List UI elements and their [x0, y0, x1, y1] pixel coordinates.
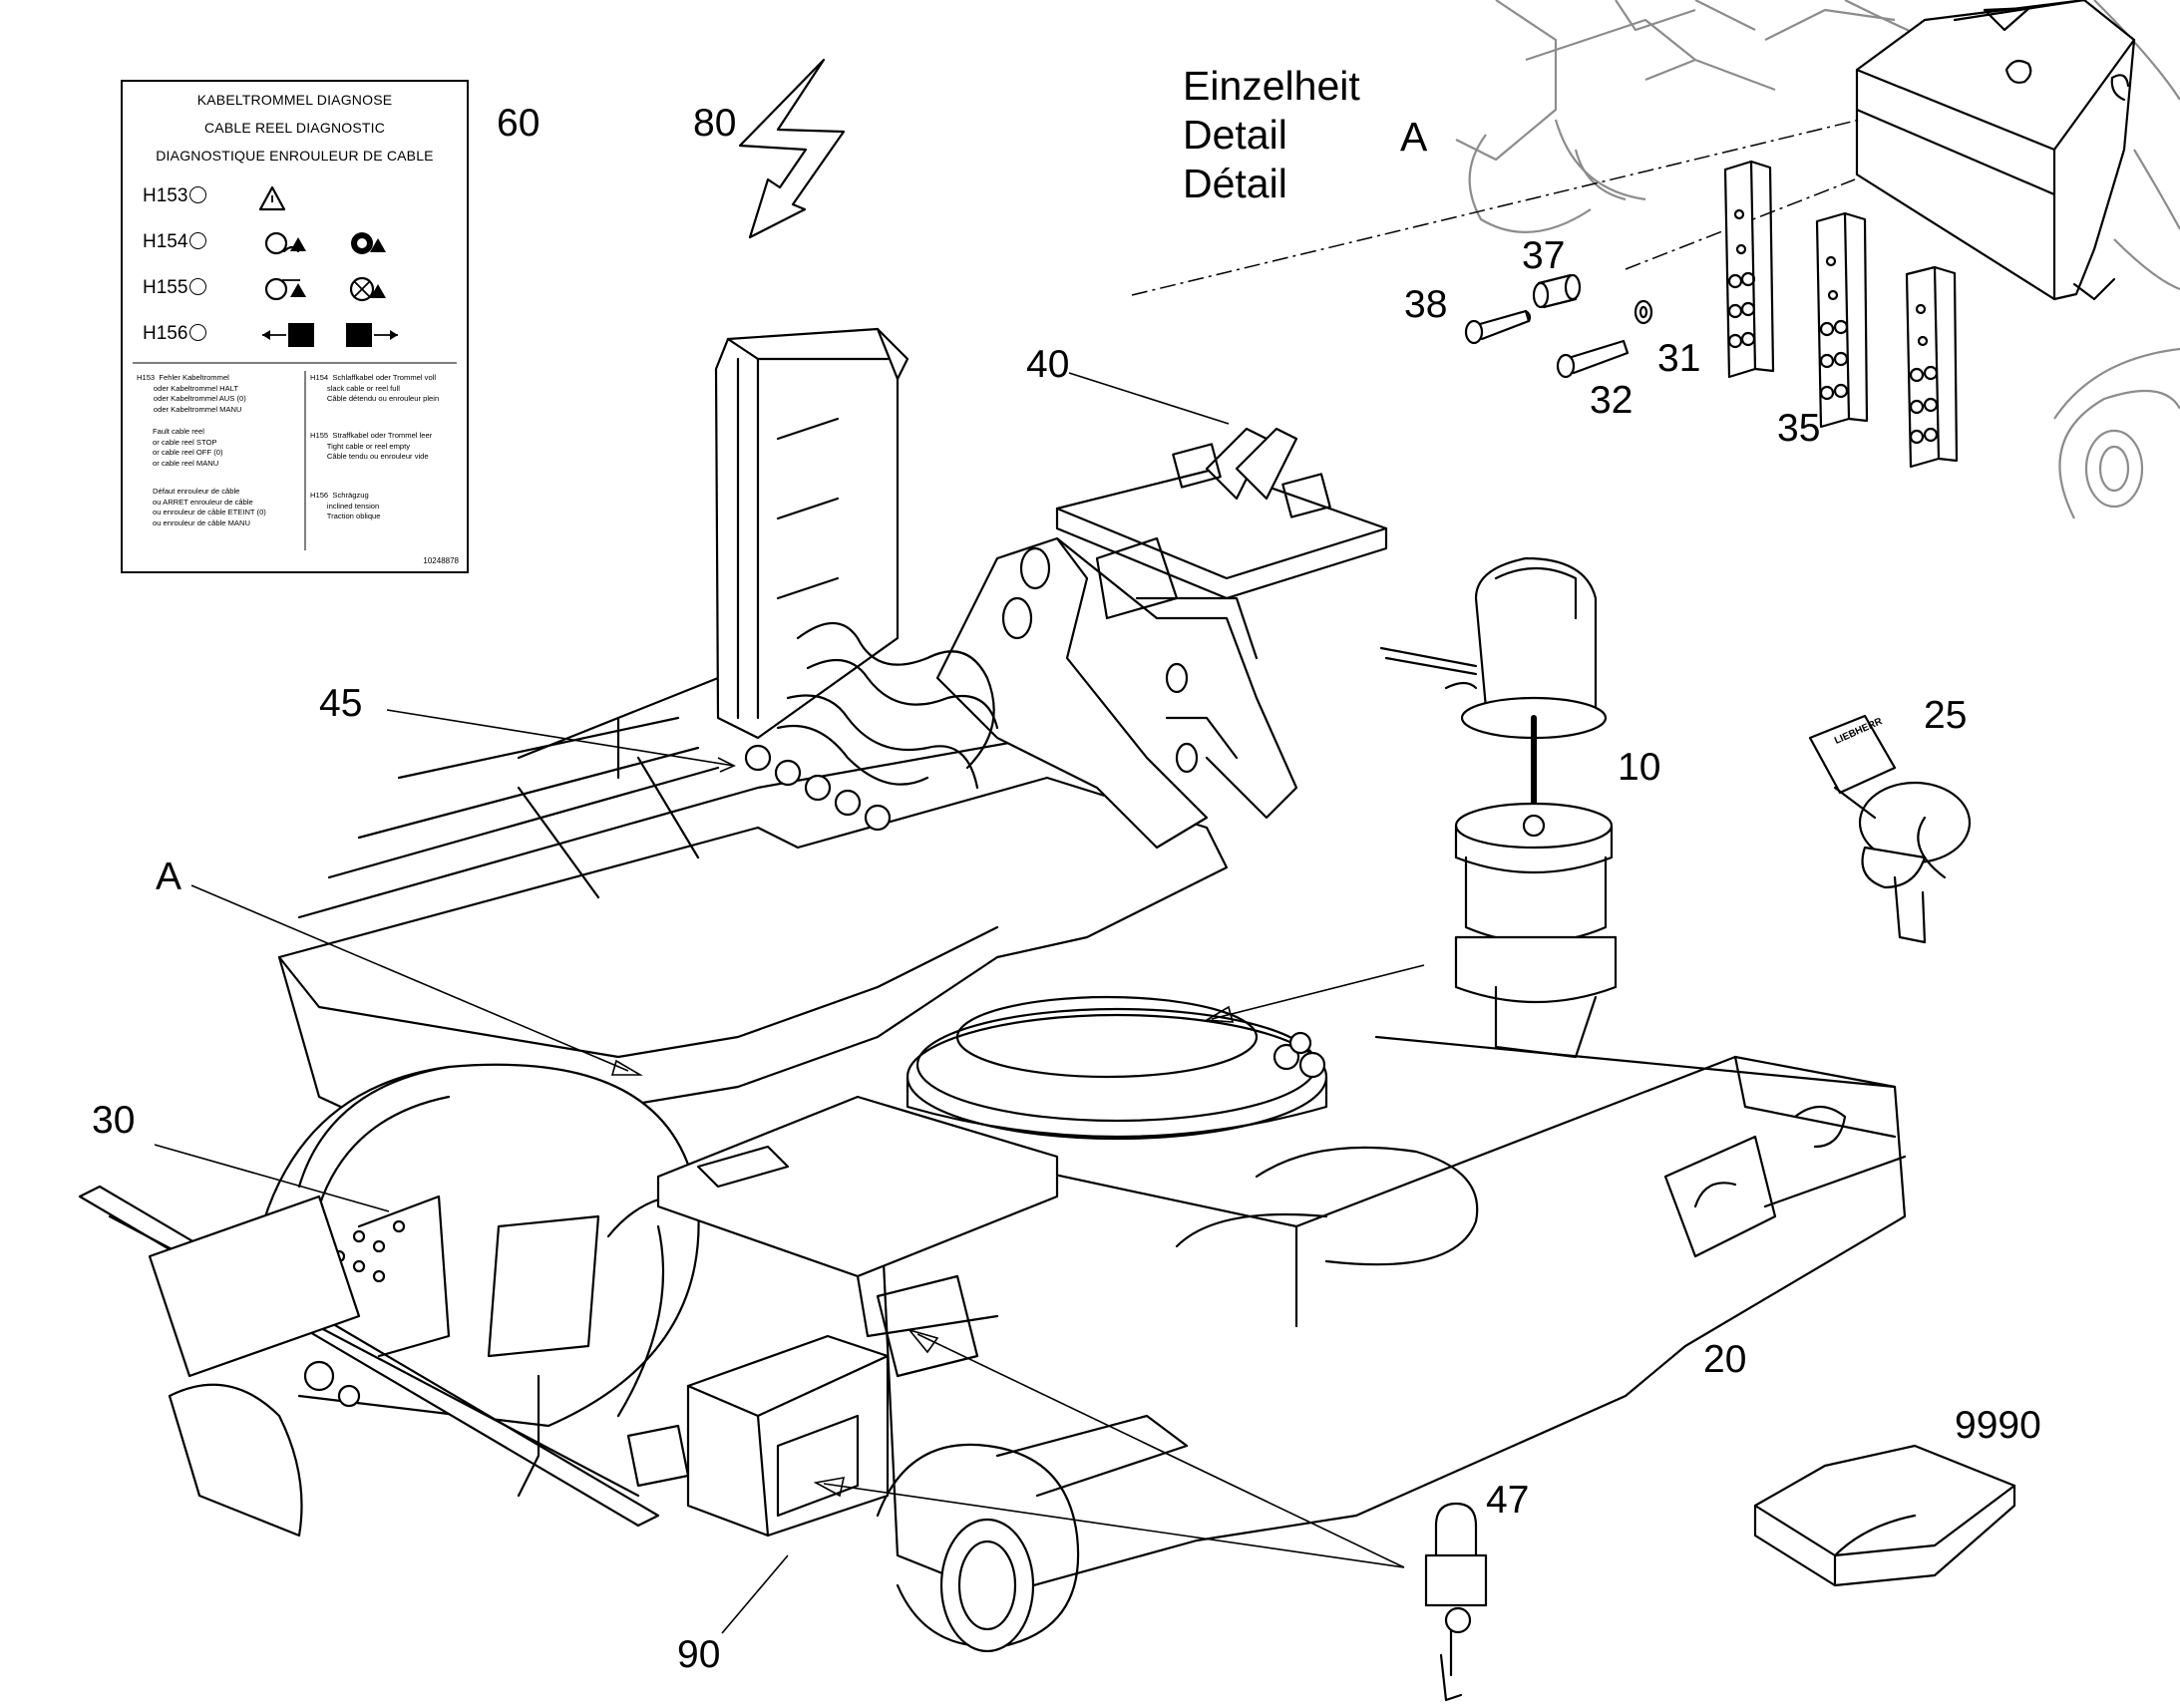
lightning-bolt-icon: [738, 58, 846, 239]
reel-empty-icon: [349, 276, 386, 302]
diagnostic-label-card: KABELTROMMEL DIAGNOSE CABLE REEL DIAGNOS…: [121, 80, 469, 573]
tight-cable-icon: [264, 277, 306, 301]
callout-38: 38: [1404, 283, 1448, 326]
leader-45-arrow: [717, 757, 736, 773]
leader-90: [721, 1554, 789, 1634]
inclined-tension-right-icon: [346, 323, 398, 347]
card-title-en: CABLE REEL DIAGNOSTIC: [203, 120, 386, 136]
switch-cabinet-90: [626, 1334, 890, 1537]
callout-47: 47: [1486, 1479, 1530, 1522]
plate-35-b: [1815, 211, 1869, 429]
callout-20: 20: [1703, 1338, 1747, 1381]
bolt-38: [1464, 309, 1532, 345]
control-cabinet: [714, 327, 909, 740]
cable-drum-30: [257, 1063, 710, 1428]
washer-31: [1634, 299, 1653, 325]
track-wheel-bottom: [876, 1414, 1189, 1653]
card-row-h153: H153: [143, 185, 207, 207]
detail-a-context: [1455, 0, 2180, 519]
warning-icon: [258, 185, 286, 211]
callout-35: 35: [1777, 407, 1821, 450]
detail-a-housing: [1855, 0, 2136, 301]
spacer-37: [1532, 273, 1582, 309]
callout-90: 90: [677, 1633, 721, 1676]
cable-guide: [78, 1185, 660, 1537]
callout-60: 60: [497, 102, 541, 145]
leader-47-b: [823, 1483, 1405, 1568]
bolt-32: [1556, 339, 1630, 379]
callout-25: 25: [1924, 694, 1968, 737]
slip-ring-10: [1379, 556, 1618, 1059]
card-row-h156: H156: [143, 323, 207, 345]
card-title-de: KABELTROMMEL DIAGNOSE: [196, 92, 393, 108]
callout-32: 32: [1590, 379, 1634, 422]
callout-40: 40: [1026, 343, 1070, 386]
leader-a: [190, 884, 629, 1072]
superstructure-frame: [277, 676, 1229, 1159]
detail-title: Einzelheit Detail Détail: [1183, 62, 1360, 208]
card-row-h154: H154: [143, 231, 207, 253]
slewing-ring: [906, 995, 1328, 1141]
inclined-tension-left-icon: [262, 323, 314, 347]
callout-30: 30: [92, 1099, 136, 1142]
detail-letter: A: [1400, 114, 1428, 160]
leader-a-arrow: [610, 1059, 643, 1076]
card-title-fr: DIAGNOSTIQUE ENROULEUR DE CABLE: [156, 148, 434, 164]
detail-title-en: Detail: [1183, 112, 1287, 158]
card-row-h155: H155: [143, 277, 207, 299]
card-symbols: [133, 185, 457, 550]
detail-a-axis: [1131, 119, 1861, 296]
callout-45: 45: [319, 682, 363, 725]
rear-platform: [656, 1095, 1059, 1378]
detail-title-fr: Détail: [1183, 161, 1287, 206]
callout-a: A: [156, 855, 182, 898]
a-frame: [935, 536, 1298, 850]
leader-30: [154, 1144, 390, 1212]
leader-40: [1068, 372, 1230, 425]
plate-35-a: [1723, 160, 1775, 379]
leader-slip-ring: [1211, 964, 1425, 1020]
callout-9990: 9990: [1955, 1404, 2041, 1447]
key-25: [1808, 714, 1972, 944]
manual-book-9990: [1753, 1444, 2016, 1587]
cable-connectors-45: [744, 622, 999, 832]
upper-platform: [1055, 467, 1388, 620]
plate-35-c: [1905, 265, 1959, 469]
callout-37: 37: [1522, 234, 1566, 277]
padlock-47: [1424, 1502, 1488, 1702]
reel-full-icon: [351, 232, 386, 254]
callout-10: 10: [1618, 746, 1661, 789]
pedal-unit-40: [1172, 427, 1331, 518]
leader-47-a: [916, 1333, 1405, 1568]
leader-45: [386, 709, 735, 767]
small-clamp: [1272, 1031, 1326, 1079]
callout-31: 31: [1657, 337, 1701, 380]
slack-cable-icon: [264, 231, 306, 255]
callout-80: 80: [693, 102, 737, 145]
detail-title-de: Einzelheit: [1183, 63, 1360, 109]
